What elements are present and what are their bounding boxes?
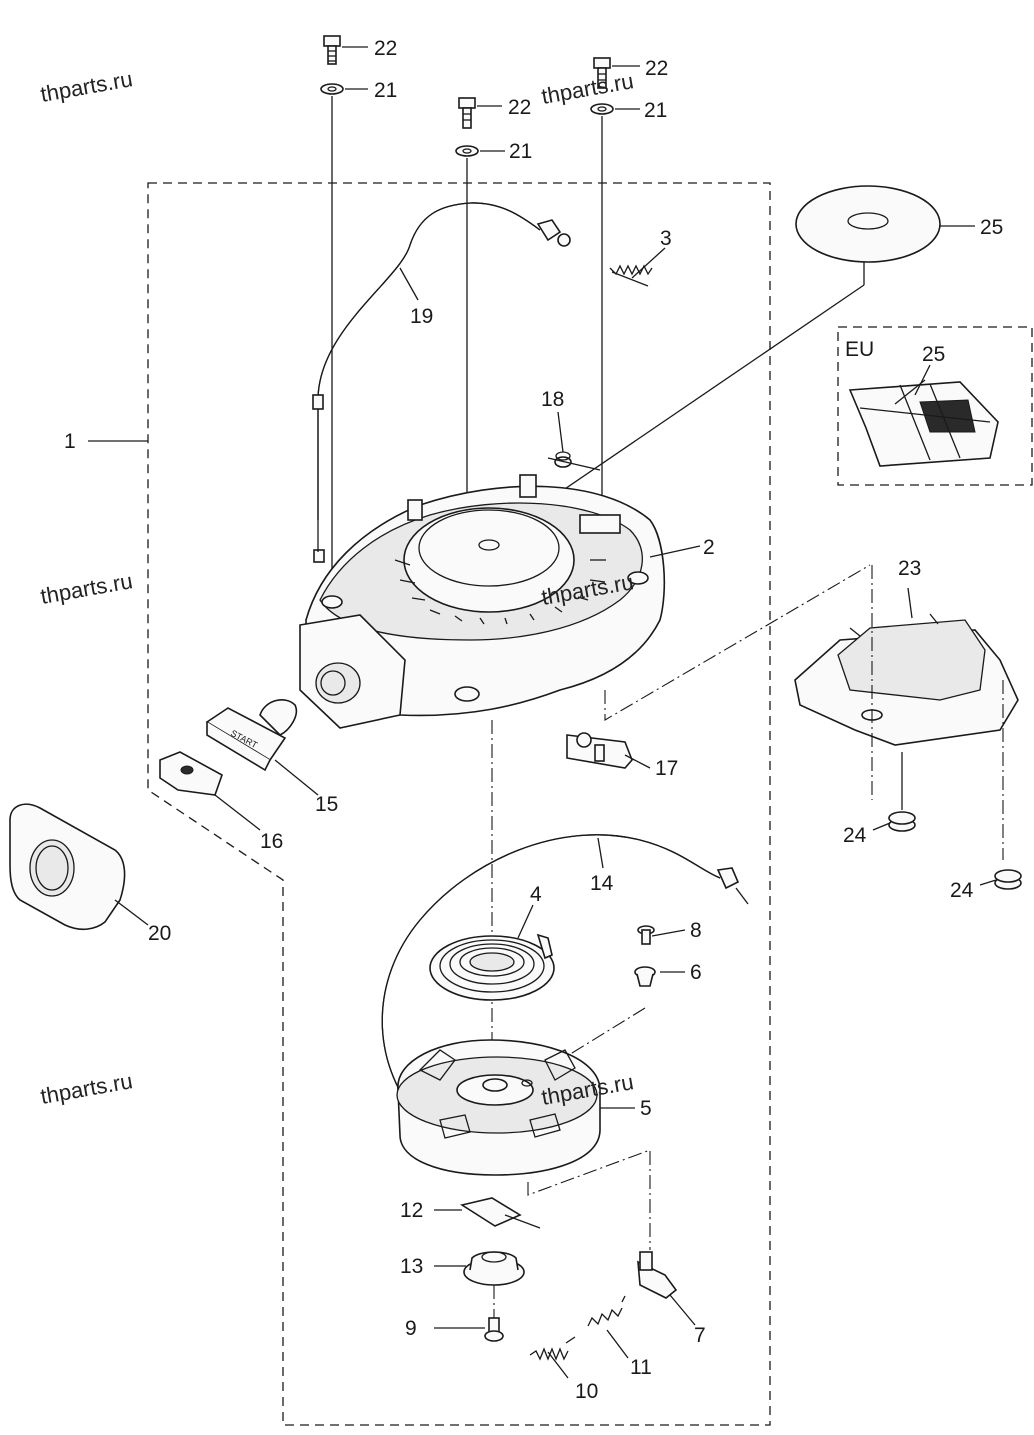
washer-21-left [320, 83, 344, 95]
plate-12 [459, 1197, 541, 1229]
eu-inset-box [837, 326, 1033, 486]
grommet-24-a [888, 752, 916, 832]
callout-7: 7 [694, 1324, 706, 1347]
callout-20: 20 [148, 922, 171, 945]
spring-18 [547, 451, 601, 471]
pawl-7 [637, 1251, 678, 1299]
callout-12: 12 [400, 1199, 423, 1222]
callout-10: 10 [575, 1380, 598, 1403]
callout-25-eu: 25 [922, 343, 945, 366]
callout-6: 6 [690, 961, 702, 984]
bolt-22-mid [458, 97, 476, 129]
bolt-22-right [593, 57, 611, 89]
start-grip-15: START [205, 699, 298, 772]
callout-18: 18 [541, 388, 564, 411]
disc-25 [795, 185, 941, 263]
callout-2: 2 [703, 536, 715, 559]
callout-3: 3 [660, 227, 672, 250]
watermark-5: thparts.ru [39, 1068, 135, 1109]
callout-11: 11 [630, 1356, 652, 1379]
gasket-20 [9, 803, 126, 931]
callout-24-a: 24 [843, 824, 867, 847]
starter-housing-2 [299, 474, 666, 729]
watermark-3: thparts.ru [39, 568, 135, 609]
callout-17: 17 [655, 757, 678, 780]
spring-10 [529, 1336, 576, 1361]
spring-3 [609, 264, 653, 287]
assembly-boundary [147, 182, 771, 1426]
spiral-spring-4 [429, 933, 555, 1001]
cable-19 [312, 202, 571, 563]
callout-19: 19 [410, 305, 433, 328]
callout-16: 16 [260, 830, 283, 853]
callout-4: 4 [530, 883, 542, 906]
callout-13: 13 [400, 1255, 423, 1278]
callout-22-left: 22 [374, 37, 397, 60]
callout-8: 8 [690, 919, 702, 942]
leader-lines [88, 46, 997, 1379]
grommet-24-b [994, 869, 1022, 890]
callout-15: 15 [315, 793, 338, 816]
callout-21-left: 21 [374, 79, 397, 102]
callout-14: 14 [590, 872, 614, 895]
callout-21-right: 21 [644, 99, 667, 122]
reel-5 [396, 1039, 601, 1176]
cap-13 [463, 1251, 525, 1286]
callout-21-mid: 21 [509, 140, 532, 163]
collar-6 [634, 966, 656, 987]
callout-22-right: 22 [645, 57, 668, 80]
screw-8 [637, 925, 655, 945]
grip-insert-16 [159, 751, 223, 796]
callout-9: 9 [405, 1317, 417, 1340]
washer-21-right [590, 103, 614, 115]
callout-1: 1 [64, 430, 76, 453]
watermark-2: thparts.ru [540, 68, 636, 109]
eu-label: EU [845, 338, 874, 361]
pawl-17 [566, 732, 633, 769]
rope-14 [381, 834, 749, 1119]
spring-11 [587, 1295, 626, 1327]
screw-9 [484, 1285, 504, 1342]
callout-5: 5 [640, 1097, 652, 1120]
bolt-22-left [323, 35, 341, 65]
callout-25: 25 [980, 216, 1003, 239]
eu-label-25 [848, 379, 999, 467]
watermark-1: thparts.ru [39, 66, 135, 107]
callout-numbers: 1 2 3 4 5 6 7 8 9 10 11 12 13 14 15 16 1… [64, 37, 1003, 1403]
washer-21-mid [455, 145, 479, 157]
callout-24-b: 24 [950, 879, 974, 902]
callout-22-mid: 22 [508, 96, 531, 119]
cover-23 [794, 613, 1019, 746]
callout-23: 23 [898, 557, 921, 580]
